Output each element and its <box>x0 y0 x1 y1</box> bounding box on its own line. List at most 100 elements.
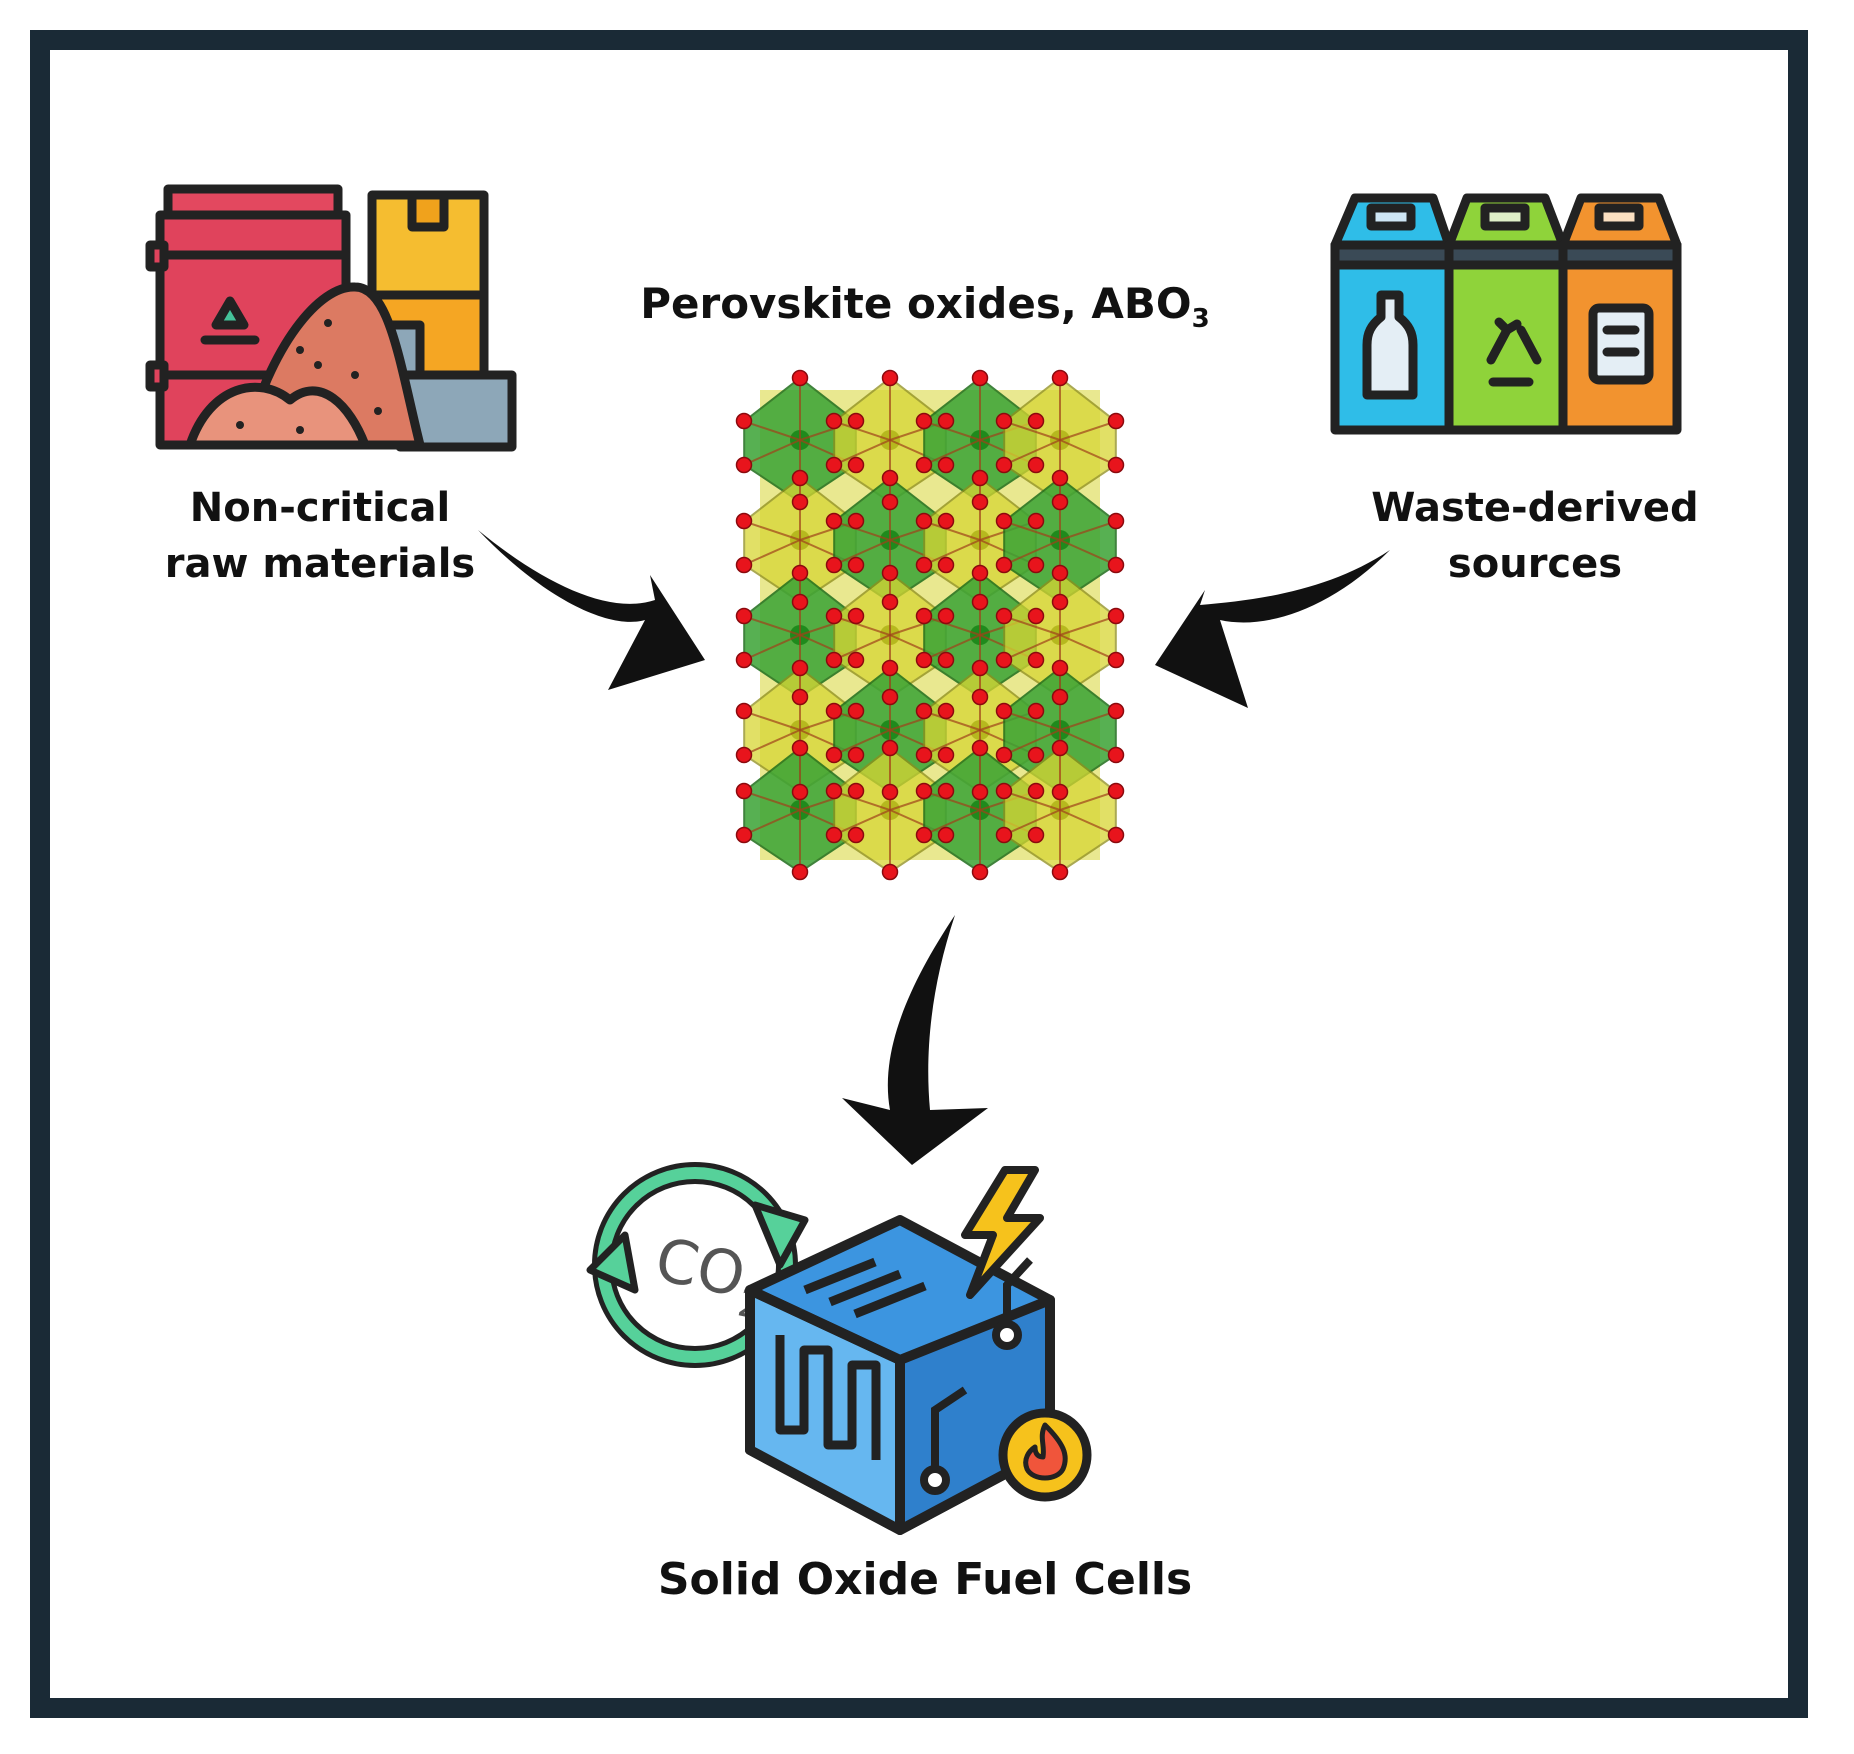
oxygen-atom <box>847 512 865 530</box>
oxygen-atom <box>995 651 1013 669</box>
oxygen-atom <box>881 659 899 677</box>
oxygen-atom <box>1107 651 1125 669</box>
center-title: Perovskite oxides, ABO3 <box>560 276 1290 347</box>
oxygen-atom <box>847 826 865 844</box>
oxygen-atom <box>1027 746 1045 764</box>
oxygen-atom <box>881 493 899 511</box>
oxygen-atom <box>995 746 1013 764</box>
oxygen-atom <box>1027 826 1045 844</box>
oxygen-atom <box>825 456 843 474</box>
oxygen-atom <box>1051 739 1069 757</box>
flame-icon <box>998 1408 1092 1502</box>
oxygen-atom <box>735 512 753 530</box>
oxygen-atom <box>937 607 955 625</box>
oxygen-atom <box>915 746 933 764</box>
oxygen-atom <box>847 412 865 430</box>
oxygen-atom <box>1107 512 1125 530</box>
oxygen-atom <box>971 783 989 801</box>
oxygen-atom <box>937 456 955 474</box>
oxygen-atom <box>937 512 955 530</box>
oxygen-atom <box>1107 826 1125 844</box>
oxygen-atom <box>881 739 899 757</box>
oxygen-atom <box>735 456 753 474</box>
oxygen-atom <box>791 863 809 881</box>
oxygen-atom <box>1051 688 1069 706</box>
recycling-bins-icon <box>1330 193 1682 435</box>
oxygen-atom <box>971 863 989 881</box>
oxygen-atom <box>825 607 843 625</box>
oxygen-atom <box>847 746 865 764</box>
oxygen-atom <box>1051 783 1069 801</box>
oxygen-atom <box>1051 493 1069 511</box>
oxygen-atom <box>825 651 843 669</box>
oxygen-atom <box>1051 369 1069 387</box>
oxygen-atom <box>1027 512 1045 530</box>
oxygen-atom <box>971 469 989 487</box>
oxygen-atom <box>791 369 809 387</box>
oxygen-atom <box>791 593 809 611</box>
input-label-line1: Non-critical <box>189 485 451 531</box>
oxygen-atom <box>735 746 753 764</box>
input-label-line2: raw materials <box>164 541 476 587</box>
oxygen-atom <box>735 556 753 574</box>
oxygen-atom <box>915 782 933 800</box>
oxygen-atom <box>937 556 955 574</box>
arrow-left-to-center <box>478 530 705 690</box>
oxygen-atom <box>847 556 865 574</box>
oxygen-atom <box>825 746 843 764</box>
oxygen-atom <box>1027 782 1045 800</box>
oxygen-atom <box>937 651 955 669</box>
oxygen-atom <box>825 702 843 720</box>
fuel-cell-icon: CO2 <box>586 1162 1092 1535</box>
oxygen-atom <box>937 702 955 720</box>
oxygen-atom <box>1107 746 1125 764</box>
oxygen-atom <box>881 369 899 387</box>
oxygen-atom <box>1027 607 1045 625</box>
oxygen-atom <box>937 412 955 430</box>
oxygen-atom <box>1107 456 1125 474</box>
input-label-line2: sources <box>1447 541 1623 587</box>
oxygen-atom <box>735 702 753 720</box>
output-label: Solid Oxide Fuel Cells <box>657 1554 1193 1605</box>
oxygen-atom <box>915 556 933 574</box>
oxygen-atom <box>1051 659 1069 677</box>
oxygen-atom <box>847 651 865 669</box>
oxygen-atom <box>847 607 865 625</box>
oxygen-atom <box>937 746 955 764</box>
oxygen-atom <box>881 593 899 611</box>
oxygen-atom <box>825 556 843 574</box>
oxygen-atom <box>847 702 865 720</box>
oxygen-atom <box>915 512 933 530</box>
input-label-raw-materials: Non-critical raw materials <box>130 480 510 592</box>
oxygen-atom <box>825 826 843 844</box>
oxygen-atom <box>915 456 933 474</box>
oxygen-atom <box>735 607 753 625</box>
title-subscript: 3 <box>1191 304 1210 335</box>
oxygen-atom <box>971 369 989 387</box>
oxygen-atom <box>735 651 753 669</box>
oxygen-atom <box>971 564 989 582</box>
oxygen-atom <box>881 863 899 881</box>
oxygen-atom <box>791 493 809 511</box>
oxygen-atom <box>995 556 1013 574</box>
oxygen-atom <box>971 493 989 511</box>
oxygen-atom <box>915 826 933 844</box>
oxygen-atom <box>1107 782 1125 800</box>
oxygen-atom <box>1107 702 1125 720</box>
title-text: Perovskite oxides, ABO <box>640 279 1192 328</box>
input-label-waste-derived: Waste-derived sources <box>1345 480 1725 592</box>
oxygen-atom <box>881 469 899 487</box>
oxygen-atom <box>995 607 1013 625</box>
oxygen-atom <box>791 783 809 801</box>
oxygen-atom <box>881 688 899 706</box>
oxygen-atom <box>1027 412 1045 430</box>
oxygen-atom <box>881 783 899 801</box>
oxygen-atom <box>735 826 753 844</box>
oxygen-atom <box>995 702 1013 720</box>
oxygen-atom <box>971 593 989 611</box>
oxygen-atom <box>1051 863 1069 881</box>
oxygen-atom <box>915 651 933 669</box>
oxygen-atom <box>825 412 843 430</box>
oxygen-atom <box>995 456 1013 474</box>
oxygen-atom <box>735 782 753 800</box>
